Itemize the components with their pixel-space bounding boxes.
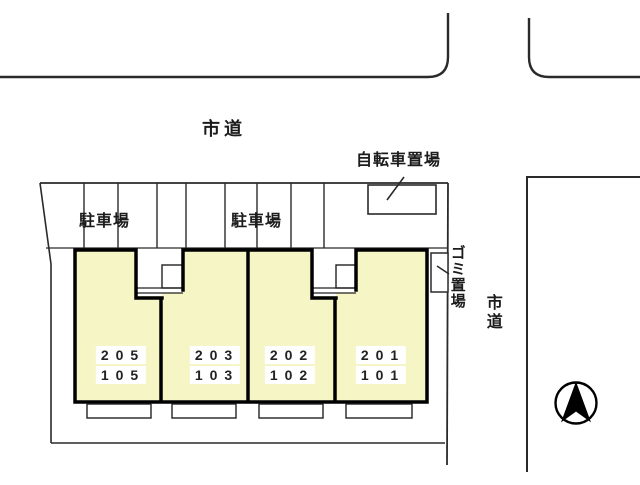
bicycle-parking-box — [367, 184, 437, 215]
veranda-rect-205 — [86, 403, 152, 419]
bicycle-parking-label: 自転車置場 — [356, 152, 442, 169]
building-outline — [73, 248, 429, 404]
unit-number-lower: 101 — [355, 366, 407, 384]
entry-porch-box-1 — [161, 264, 184, 289]
veranda-rect-203 — [171, 403, 237, 419]
parking-label-left: 駐車場 — [79, 213, 131, 230]
unit-label-205-105: 205 105 — [95, 346, 147, 386]
road-right-label: 市道 — [483, 294, 501, 332]
parking-divider-lines — [83, 183, 325, 248]
unit-number-upper: 201 — [355, 346, 407, 364]
road-top-label: 市道 — [202, 119, 246, 139]
parking-label-right: 駐車場 — [231, 213, 283, 230]
bicycle-label-pointer-line — [386, 176, 405, 201]
road-edge-top-right — [527, 18, 640, 79]
neighbor-parcel-boundary — [526, 176, 640, 472]
entry-porch-box-2 — [335, 264, 357, 289]
property-boundary-left — [39, 182, 52, 443]
veranda-rect-201 — [345, 403, 413, 419]
unit-label-203-103: 203 103 — [189, 346, 241, 386]
road-edge-top-left — [0, 13, 450, 79]
garbage-label-pointer-line — [436, 265, 450, 275]
unit-number-lower: 105 — [95, 366, 147, 384]
unit-number-upper: 202 — [264, 346, 316, 364]
unit-number-upper: 205 — [95, 346, 147, 364]
building-footprint — [75, 250, 427, 402]
unit-label-201-101: 201 101 — [355, 346, 407, 386]
compass-north-arrow-icon — [560, 381, 592, 423]
garbage-area-label: ゴミ置場 — [448, 245, 466, 309]
entry-step-lines — [136, 287, 356, 294]
unit-number-upper: 203 — [189, 346, 241, 364]
unit-number-lower: 103 — [189, 366, 241, 384]
veranda-rect-202 — [258, 403, 324, 419]
unit-label-202-102: 202 102 — [264, 346, 316, 386]
unit-number-lower: 102 — [264, 366, 316, 384]
property-boundary-right — [446, 182, 449, 466]
